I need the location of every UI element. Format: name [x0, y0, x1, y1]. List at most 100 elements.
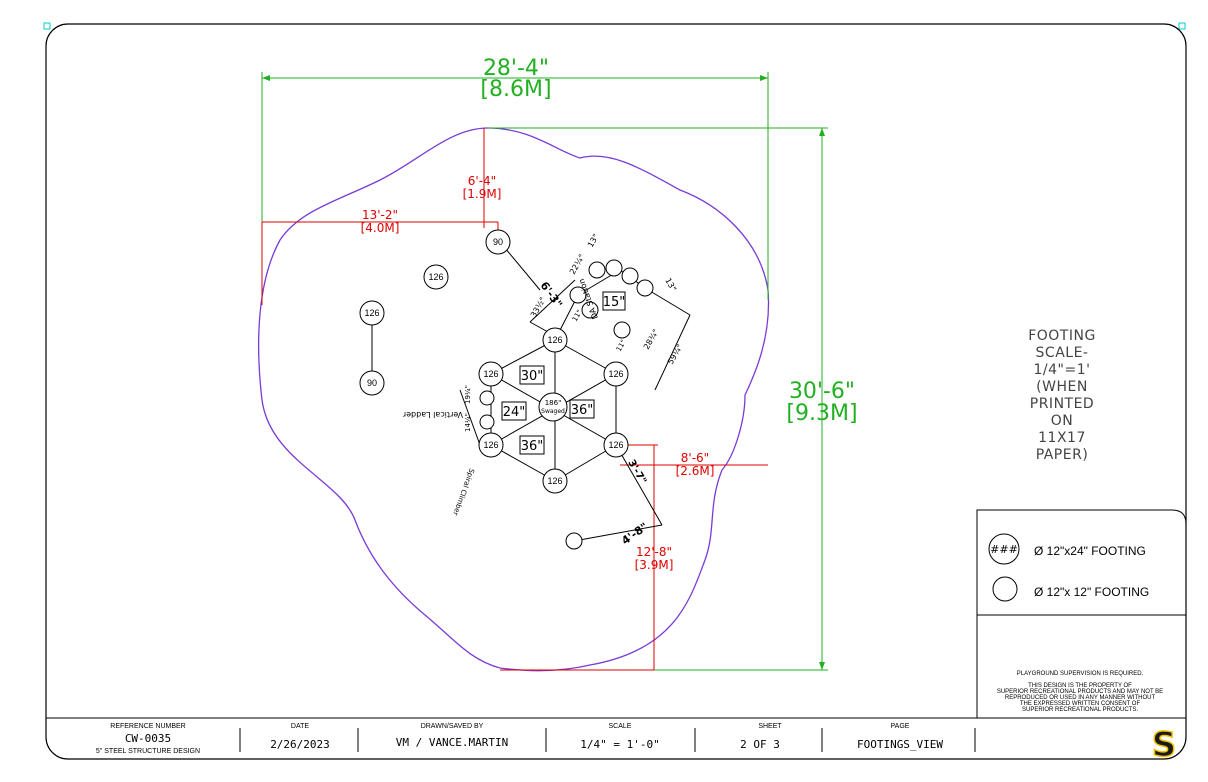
title-block: REFERENCE NUMBER CW-0035 5" STEEL STRUCT…	[46, 717, 1186, 766]
footing-126-hex-bottom: 126	[542, 468, 568, 494]
footing-126-hex-lower-left: 126	[478, 432, 504, 458]
deck-24: 24"	[501, 401, 527, 421]
component-dimensions: 6'-3" 4'-8" 3'-7" 13" 13" 22¼" 33½" 28¾"…	[464, 232, 685, 547]
legend-box: ### Ø 12"x24" FOOTING Ø 12"x 12" FOOTING…	[976, 509, 1187, 718]
page-value: FOOTINGS_VIEW	[857, 738, 943, 751]
property-note-line: SUPERIOR RECREATIONAL PRODUCTS.	[1022, 707, 1138, 713]
deck-heights: 15" 30" 24" 36" 36"	[501, 291, 626, 455]
dim-59: 59¼"	[666, 343, 685, 366]
drawn-by-value: VM / VANCE.MARTIN	[396, 736, 509, 749]
date-header: DATE	[291, 723, 309, 730]
date-value: 2/26/2023	[270, 738, 330, 751]
overall-width-metric: [8.6M]	[480, 77, 551, 102]
overall-height-label: 30'-6"	[789, 379, 855, 404]
footing-126-hex-upper-right: 126	[603, 361, 629, 387]
deck-30: 30"	[519, 365, 545, 385]
dim-3-7: 3'-7"	[625, 458, 648, 486]
right-offset-metric: [2.6M]	[676, 464, 715, 478]
overall-height-metric: [9.3M]	[786, 401, 857, 426]
dim-13b: 13"	[663, 277, 678, 294]
top-offset-dimension: 6'-4" [1.9M]	[463, 128, 502, 228]
vertical-ladder-label: Vertical Ladder	[402, 410, 463, 419]
small-footing	[605, 259, 623, 277]
large-footing-label: Ø 12"x24" FOOTING	[1034, 544, 1146, 558]
small-footings	[479, 259, 654, 550]
right-offset-label: 8'-6"	[681, 451, 709, 465]
overall-width-dimension: 28'-4" [8.6M]	[261, 56, 769, 300]
supervision-note: PLAYGROUND SUPERVISION IS REQUIRED.	[1017, 671, 1144, 677]
reference-number-value: CW-0035	[125, 732, 171, 745]
deck-36-right: 36"	[569, 399, 595, 419]
bottom-offset-metric: [3.9M]	[635, 558, 674, 572]
small-footing	[479, 390, 495, 406]
svg-text:11X17: 11X17	[1038, 430, 1086, 446]
svg-text:(WHEN: (WHEN	[1036, 379, 1088, 395]
small-footing-label: Ø 12"x 12" FOOTING	[1034, 585, 1149, 599]
small-footing	[636, 279, 654, 297]
overall-width-label: 28'-4"	[483, 56, 549, 81]
top-offset-metric: [1.9M]	[463, 187, 502, 201]
small-footing	[588, 261, 606, 279]
reference-number-header: REFERENCE NUMBER	[110, 723, 185, 730]
dim-14: 14¼"	[464, 413, 472, 432]
svg-text:Swaged: Swaged	[541, 408, 565, 415]
svg-text:15": 15"	[603, 295, 626, 310]
right-offset-dimension: 8'-6" [2.6M]	[618, 444, 768, 478]
drawn-by-header: DRAWN/SAVED BY	[421, 723, 484, 730]
svg-text:126: 126	[608, 440, 623, 450]
svg-text:90: 90	[493, 237, 503, 247]
bottom-offset-label: 12'-8"	[636, 545, 672, 559]
svg-text:24": 24"	[503, 405, 526, 420]
small-footing	[569, 286, 587, 304]
svg-text:SCALE-: SCALE-	[1036, 345, 1089, 361]
footing-126-upper-left: 126	[423, 264, 449, 290]
small-footing	[565, 532, 583, 550]
sheet-border	[45, 23, 1187, 760]
svg-text:36": 36"	[571, 403, 594, 418]
scale-header: SCALE	[609, 723, 632, 730]
svg-text:126: 126	[483, 369, 498, 379]
overall-height-dimension: 30'-6" [9.3M]	[488, 127, 858, 671]
svg-text:ON: ON	[1051, 413, 1074, 429]
large-footing-symbol-text: ###	[990, 543, 1018, 556]
small-footing	[581, 301, 599, 319]
svg-text:36": 36"	[521, 439, 544, 454]
footing-126-hex-top: 126	[542, 327, 568, 353]
corner-marker	[1178, 22, 1186, 30]
svg-text:126: 126	[547, 335, 562, 345]
small-footing	[621, 267, 639, 285]
svg-text:126: 126	[608, 369, 623, 379]
dim-13: 13"	[586, 232, 601, 249]
small-footing-symbol	[992, 576, 1018, 602]
component-labels: DA Station Vertical Ladder Spiral Climbe…	[402, 277, 600, 516]
property-note-line: THIS DESIGN IS THE PROPERTY OF	[1028, 683, 1132, 689]
reference-number-subtitle: 5" STEEL STRUCTURE DESIGN	[96, 748, 200, 755]
svg-text:1/4"=1': 1/4"=1'	[1034, 362, 1091, 378]
small-footing	[479, 414, 495, 430]
svg-text:126: 126	[364, 308, 379, 318]
property-note-line: SUPERIOR RECREATIONAL PRODUCTS AND MAY N…	[997, 689, 1163, 695]
footing-126-hex-lower-right: 126	[603, 432, 629, 458]
svg-text:PAPER): PAPER)	[1036, 447, 1089, 463]
svg-text:126: 126	[547, 476, 562, 486]
left-offset-metric: [4.0M]	[361, 221, 400, 235]
svg-text:PRINTED: PRINTED	[1030, 396, 1094, 412]
company-logo: S	[1151, 724, 1177, 766]
svg-text:FOOTING: FOOTING	[1028, 328, 1096, 344]
dim-33: 33½"	[529, 296, 548, 319]
bottom-offset-dimension: 12'-8" [3.9M]	[500, 445, 674, 671]
property-note-line: REPRODUCED OR USED IN ANY MANNER WITHOUT	[1005, 695, 1156, 701]
spiral-climber-label: Spiral Climber	[451, 467, 475, 516]
dim-4-8: 4'-8"	[619, 520, 650, 547]
footing-126-hex-upper-left: 126	[478, 361, 504, 387]
footing-90-top: 90	[485, 229, 511, 255]
footing-center-swaged: 186" Swaged	[538, 392, 568, 422]
deck-15: 15"	[602, 291, 626, 311]
dim-19: 19¼"	[464, 385, 472, 404]
left-offset-dimension: 13'-2" [4.0M]	[261, 208, 499, 305]
safety-zone-outline	[257, 127, 770, 672]
dim-28: 28¾"	[642, 328, 661, 351]
large-footings: 90 126 126 90 126 126 126 126	[359, 229, 629, 494]
footing-90-left: 90	[359, 370, 385, 396]
dim-22: 22¼"	[568, 253, 587, 276]
